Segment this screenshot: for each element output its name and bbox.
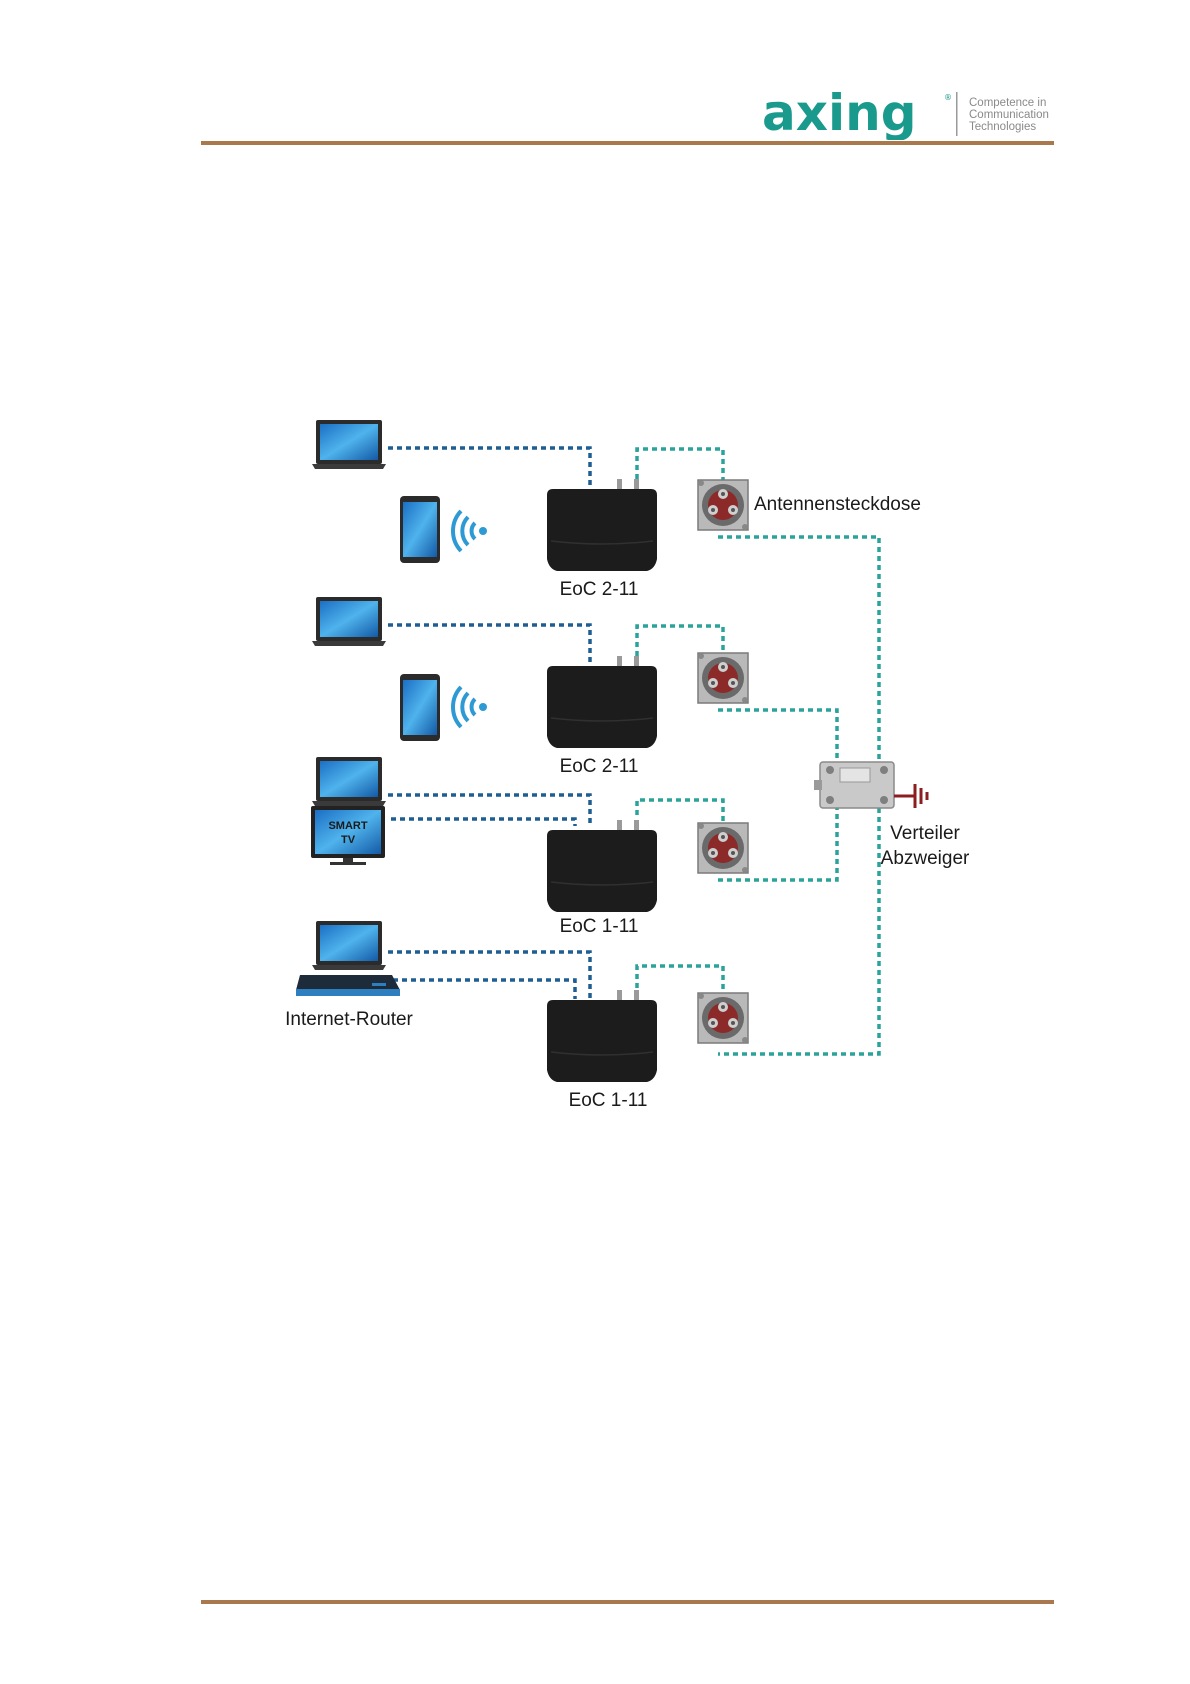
eoc-label: EoC 2-11 xyxy=(560,579,639,600)
smart-tv-icon: SMART TV xyxy=(311,806,385,865)
eoc-label: EoC 1-11 xyxy=(569,1090,648,1111)
router-icon xyxy=(296,975,400,996)
laptop-icon xyxy=(312,420,386,469)
splitter-label-line-1: Verteiler xyxy=(890,823,960,844)
socket-label: Antennensteckdose xyxy=(754,494,921,515)
laptop-icon xyxy=(312,757,386,806)
splitter-icon xyxy=(814,762,894,808)
antenna-socket-icon xyxy=(698,653,748,703)
laptop-icon xyxy=(312,597,386,646)
eoc-label: EoC 1-11 xyxy=(560,916,639,937)
eoc-adapter-icon xyxy=(547,990,657,1082)
laptop-icon xyxy=(312,921,386,970)
tablet-icon xyxy=(400,496,440,563)
antenna-socket-icon xyxy=(698,480,748,530)
eoc-adapter-icon xyxy=(547,479,657,571)
tablet-icon xyxy=(400,674,440,741)
eoc-adapter-icon xyxy=(547,820,657,912)
antenna-socket-icon xyxy=(698,823,748,873)
splitter-label-line-2: Abzweiger xyxy=(881,848,970,869)
wifi-icon xyxy=(453,511,487,551)
router-label: Internet-Router xyxy=(285,1009,413,1030)
tv-label-line-1: SMART xyxy=(328,820,367,832)
eoc-label: EoC 2-11 xyxy=(560,756,639,777)
tv-label-line-2: TV xyxy=(341,834,356,846)
wifi-icon xyxy=(453,687,487,727)
ground-icon xyxy=(894,784,927,808)
antenna-socket-icon xyxy=(698,993,748,1043)
eoc-adapter-icon xyxy=(547,656,657,748)
coax-cables xyxy=(637,449,879,1054)
